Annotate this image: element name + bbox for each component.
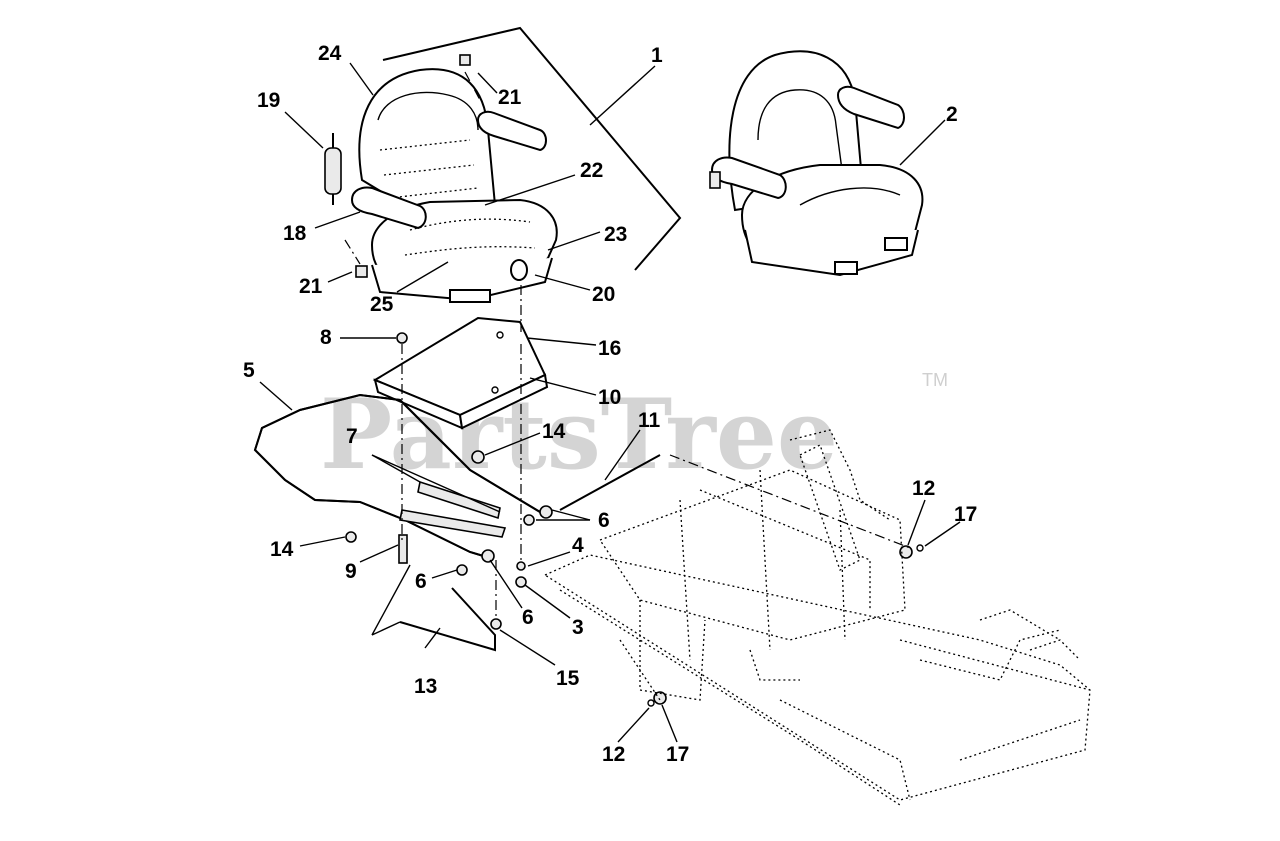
trademark-mark: TM [922,370,948,390]
callout-18: 18 [283,222,307,245]
callout-23: 23 [604,223,627,246]
callout-17a: 17 [954,503,977,526]
callout-14a: 14 [542,420,566,443]
callout-7: 7 [346,425,358,448]
callout-25: 25 [370,293,394,316]
callout-5: 5 [243,359,255,382]
callout-6a: 6 [598,509,610,532]
callout-8: 8 [320,326,332,349]
callout-19: 19 [257,89,280,112]
callout-12a: 12 [912,477,935,500]
callout-10: 10 [598,386,621,409]
seat-assembled [709,50,924,277]
seat-exploded [350,68,558,303]
seat-support-frame [253,393,661,559]
callout-21a: 21 [498,86,522,109]
leader-lines [259,62,961,743]
callout-4: 4 [572,534,584,557]
callout-3: 3 [572,616,584,639]
callout-14b: 14 [270,538,294,561]
seat-pan [372,316,549,430]
callout-21b: 21 [299,275,323,298]
callout-6c: 6 [522,606,534,629]
callout-24: 24 [318,42,342,65]
callout-6b: 6 [415,570,427,593]
callout-12b: 12 [602,743,625,766]
pivot-rod [399,587,496,652]
callout-labels: 1 2 3 4 5 6 6 6 7 8 9 10 11 12 12 13 14 … [243,42,977,766]
tie-plates [399,480,507,538]
seat-assembly-bracket [382,26,682,271]
callout-13: 13 [414,675,437,698]
fastener-parts [345,450,924,707]
callout-16: 16 [598,337,621,360]
shock-absorber [324,133,342,205]
callout-1: 1 [651,44,663,67]
callout-17b: 17 [666,743,689,766]
callout-11: 11 [638,409,661,432]
callout-22: 22 [580,159,603,182]
callout-20: 20 [592,283,615,306]
callout-2: 2 [946,103,958,126]
callout-9: 9 [345,560,357,583]
tractor-frame [543,429,1091,806]
callout-15: 15 [556,667,580,690]
